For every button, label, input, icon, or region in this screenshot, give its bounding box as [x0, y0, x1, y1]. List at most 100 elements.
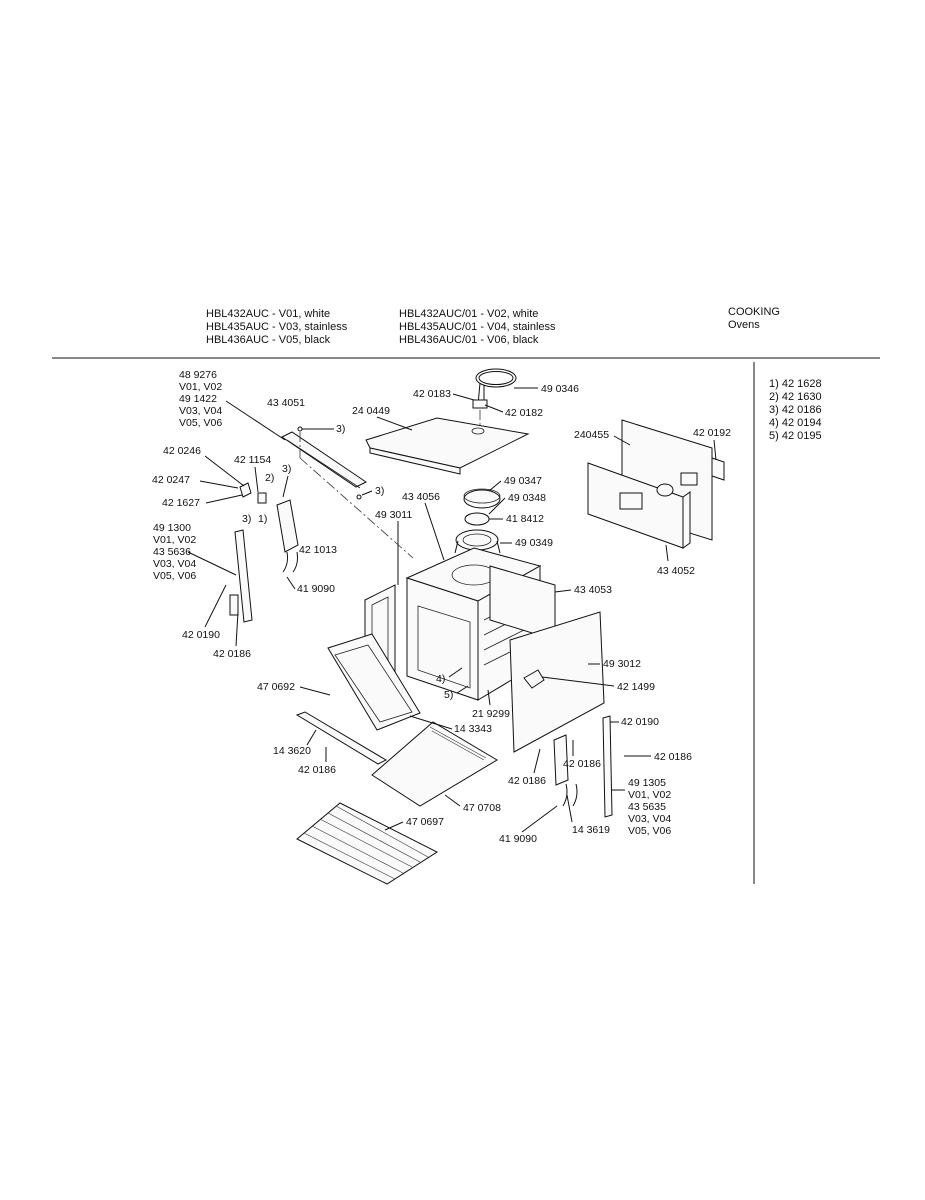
screw-icon — [356, 494, 362, 500]
legend-item: 1) 42 1628 — [769, 378, 822, 390]
label-42-0186: 42 0186 — [563, 758, 601, 770]
label-42-0183: 42 0183 — [413, 388, 451, 400]
label-footnote-3: 3) — [375, 485, 384, 497]
label-42-0246: 42 0246 — [163, 445, 201, 457]
fan-blade — [463, 489, 501, 509]
label-49-1305: 49 1305 — [628, 777, 666, 789]
label-41-9090: 41 9090 — [297, 583, 335, 595]
rail-detail — [286, 439, 361, 489]
label-footnote-3: 3) — [336, 423, 345, 435]
label-42-0186: 42 0186 — [298, 764, 336, 776]
label-42-0190: 42 0190 — [621, 716, 659, 728]
door-seal-inner — [334, 644, 413, 723]
label-43-5635: 43 5635 — [628, 801, 666, 813]
oven-cavity-opening — [417, 605, 471, 689]
label-42-0186: 42 0186 — [654, 751, 692, 763]
rear-port — [656, 483, 674, 497]
label-49-1422: 49 1422 — [179, 393, 217, 405]
label-43-5636: 43 5636 — [153, 546, 191, 558]
hinge-42-1499 — [523, 669, 545, 689]
left-rail-bracket — [229, 594, 239, 616]
fan-motor — [455, 529, 499, 551]
fan-blade-top — [463, 488, 501, 504]
motor-mount — [496, 540, 501, 554]
label-43-4056: 43 4056 — [402, 491, 440, 503]
bottom-plate — [371, 721, 498, 807]
left-side-rail — [234, 529, 253, 623]
label-48-9276: 48 9276 — [179, 369, 217, 381]
top-cover-edge — [369, 447, 461, 475]
label-v05-v06: V05, V06 — [628, 825, 671, 837]
heating-element-coil — [475, 368, 517, 388]
hinge-plate-14-3619 — [553, 734, 569, 786]
category-subtitle: Ovens — [728, 319, 760, 331]
door-seal-gasket — [327, 633, 421, 731]
label-v05-v06: V05, V06 — [179, 417, 222, 429]
label-42-0186: 42 0186 — [508, 775, 546, 787]
bracket-42-0192 — [711, 457, 725, 481]
category-block: COOKING Ovens — [728, 306, 780, 332]
label-49-3012: 49 3012 — [603, 658, 641, 670]
fan-nut — [464, 512, 490, 526]
legend-item: 4) 42 0194 — [769, 417, 822, 429]
label-42-1154: 42 1154 — [234, 454, 271, 466]
cover-hole — [471, 427, 485, 435]
top-cover-panel — [365, 417, 530, 469]
label-footnote-4: 4) — [436, 673, 445, 685]
label-footnote-3: 3) — [282, 463, 291, 475]
model-line: HBL432AUC/01 - V02, white — [399, 308, 539, 320]
bottom-plate-vents — [429, 726, 487, 761]
label-42-1627: 42 1627 — [162, 497, 200, 509]
label-43-4052: 43 4052 — [657, 565, 695, 577]
label-footnote-5: 5) — [444, 689, 453, 701]
top-trim-rail — [281, 431, 367, 488]
fan-motor-coil — [462, 533, 492, 547]
label-49-0347: 49 0347 — [504, 475, 542, 487]
label-v03-v04: V03, V04 — [179, 405, 222, 417]
label-49-0348: 49 0348 — [508, 492, 546, 504]
model-list-left: HBL432AUC - V01, white HBL435AUC - V03, … — [206, 308, 347, 347]
label-47-0692: 47 0692 — [257, 681, 295, 693]
label-footnote-3: 3) — [242, 513, 251, 525]
label-42-1013: 42 1013 — [299, 544, 337, 556]
label-v01-v02: V01, V02 — [628, 789, 671, 801]
heating-element-coil — [478, 371, 514, 385]
right-side-rail — [602, 715, 613, 818]
motor-mount — [454, 540, 459, 554]
footnote-legend: 1) 42 1628 2) 42 1630 3) 42 0186 4) 42 0… — [769, 378, 822, 443]
model-line: HBL435AUC/01 - V04, stainless — [399, 321, 556, 333]
label-14-3343: 14 3343 — [454, 723, 492, 735]
right-side-panel — [509, 611, 605, 753]
label-42-0190: 42 0190 — [182, 629, 220, 641]
legend-item: 2) 42 1630 — [769, 391, 822, 403]
model-line: HBL432AUC - V01, white — [206, 308, 331, 320]
label-49-0349: 49 0349 — [515, 537, 553, 549]
label-14-3619: 14 3619 — [572, 824, 610, 836]
label-42-0186: 42 0186 — [213, 648, 251, 660]
screw-icon — [297, 426, 303, 432]
label-47-0697: 47 0697 — [406, 816, 444, 828]
label-42-1499: 42 1499 — [617, 681, 655, 693]
element-bracket — [472, 399, 488, 409]
rear-cutout — [619, 492, 643, 510]
oven-rack-wires — [303, 805, 429, 880]
label-v03-v04: V03, V04 — [153, 558, 196, 570]
legend-item: 5) 42 0195 — [769, 430, 822, 442]
label-41-9090: 41 9090 — [499, 833, 537, 845]
label-49-0346: 49 0346 — [541, 383, 579, 395]
label-42-0247: 42 0247 — [152, 474, 190, 486]
rear-insulation-side — [682, 491, 691, 549]
rear-port — [680, 472, 698, 486]
model-list-right: HBL432AUC/01 - V02, white HBL435AUC/01 -… — [399, 308, 556, 347]
label-47-0708: 47 0708 — [463, 802, 501, 814]
label-footnote-1: 1) — [258, 513, 267, 525]
label-v05-v06: V05, V06 — [153, 570, 196, 582]
label-24-0449: 24 0449 — [352, 405, 390, 417]
legend-item: 3) 42 0186 — [769, 404, 822, 416]
hinge-bracket — [257, 492, 267, 504]
model-line: HBL436AUC/01 - V06, black — [399, 334, 539, 346]
model-line: HBL435AUC - V03, stainless — [206, 321, 348, 333]
label-49-1300: 49 1300 — [153, 522, 191, 534]
category-title: COOKING — [728, 306, 780, 318]
